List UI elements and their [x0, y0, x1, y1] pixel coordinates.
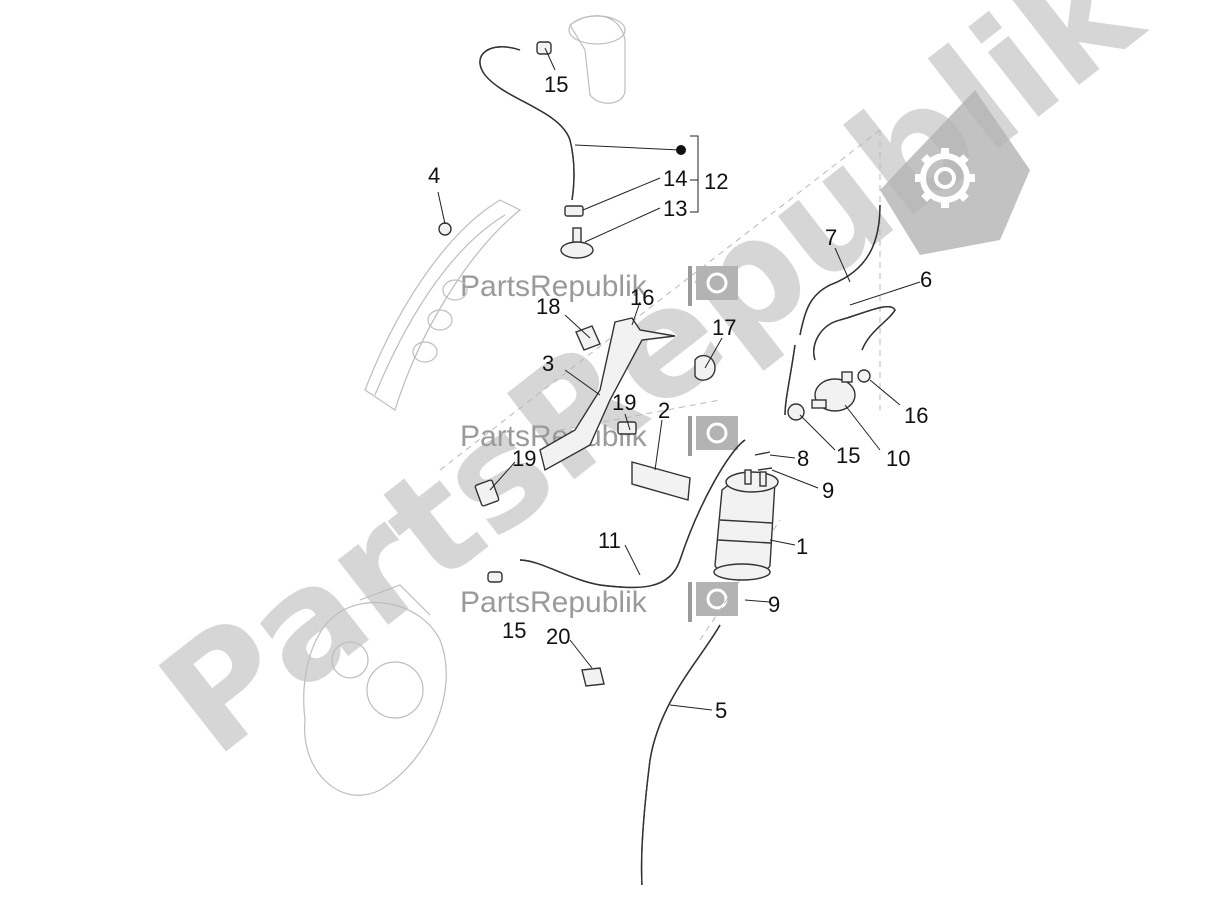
watermark-small-3: PartsRepublik	[460, 582, 738, 622]
part-nut-4	[438, 222, 452, 236]
watermark-small-1: PartsRepublik	[460, 266, 738, 306]
parts-layer	[438, 41, 896, 886]
part-hose-12	[479, 46, 575, 201]
watermark-gear-icon	[706, 422, 728, 444]
callout-8: 8	[797, 446, 809, 471]
part-clamp-15-right	[787, 403, 805, 421]
callout-19: 19	[612, 390, 636, 415]
watermark-small-text: PartsRepublik	[460, 270, 648, 303]
callout-15: 15	[836, 443, 860, 468]
callout-6: 6	[920, 267, 932, 292]
callout-9: 9	[768, 592, 780, 617]
bullet-marker	[676, 145, 686, 155]
callout-2: 2	[658, 398, 670, 423]
part-valve-13	[560, 227, 594, 259]
callout-14: 14	[663, 166, 687, 191]
callout-13: 13	[663, 196, 687, 221]
callout-19: 19	[512, 446, 536, 471]
watermark-layer: PartsRepublik PartsRepublik PartsRe	[130, 0, 1172, 788]
callout-4: 4	[428, 163, 440, 188]
callout-16: 16	[904, 403, 928, 428]
callout-12: 12	[704, 169, 728, 194]
callout-20: 20	[546, 624, 570, 649]
part-clip-8	[754, 451, 771, 456]
part-canister-1	[713, 469, 779, 581]
callout-18: 18	[536, 294, 560, 319]
part-clamp-15-left	[487, 571, 503, 583]
callout-3: 3	[542, 351, 554, 376]
part-valve-10	[811, 371, 856, 412]
watermark-gear-icon	[706, 588, 728, 610]
callout-9: 9	[822, 478, 834, 503]
part-fitting-20	[581, 667, 605, 687]
callout-1: 1	[796, 534, 808, 559]
callout-5: 5	[715, 698, 727, 723]
part-clip-19a	[617, 421, 637, 435]
callout-15: 15	[502, 618, 526, 643]
part-strap-2	[631, 461, 691, 501]
leader-lines	[437, 47, 921, 711]
callout-labels: 15 14 12 13 4 18 16 17 3 19 2 19 7 6 16 …	[428, 72, 932, 723]
part-clip-18	[575, 325, 601, 351]
watermark-small-text: PartsRepublik	[460, 586, 648, 619]
part-clip-9	[757, 467, 773, 471]
callout-7: 7	[825, 225, 837, 250]
part-hose-5	[640, 624, 721, 886]
callout-10: 10	[886, 446, 910, 471]
part-clamp-15-top	[536, 41, 552, 55]
part-clip-16	[857, 369, 871, 383]
callout-15: 15	[544, 72, 568, 97]
watermark-large-text: PartsRepublik	[130, 0, 1172, 788]
callout-16: 16	[630, 285, 654, 310]
watermark-gear-icon	[915, 148, 975, 208]
callout-17: 17	[712, 315, 736, 340]
part-nut-14	[564, 205, 584, 217]
part-bracket-3	[539, 317, 676, 472]
callout-11: 11	[598, 528, 621, 553]
watermark-gear-flag	[880, 90, 1030, 255]
watermark-gear-icon	[706, 272, 728, 294]
